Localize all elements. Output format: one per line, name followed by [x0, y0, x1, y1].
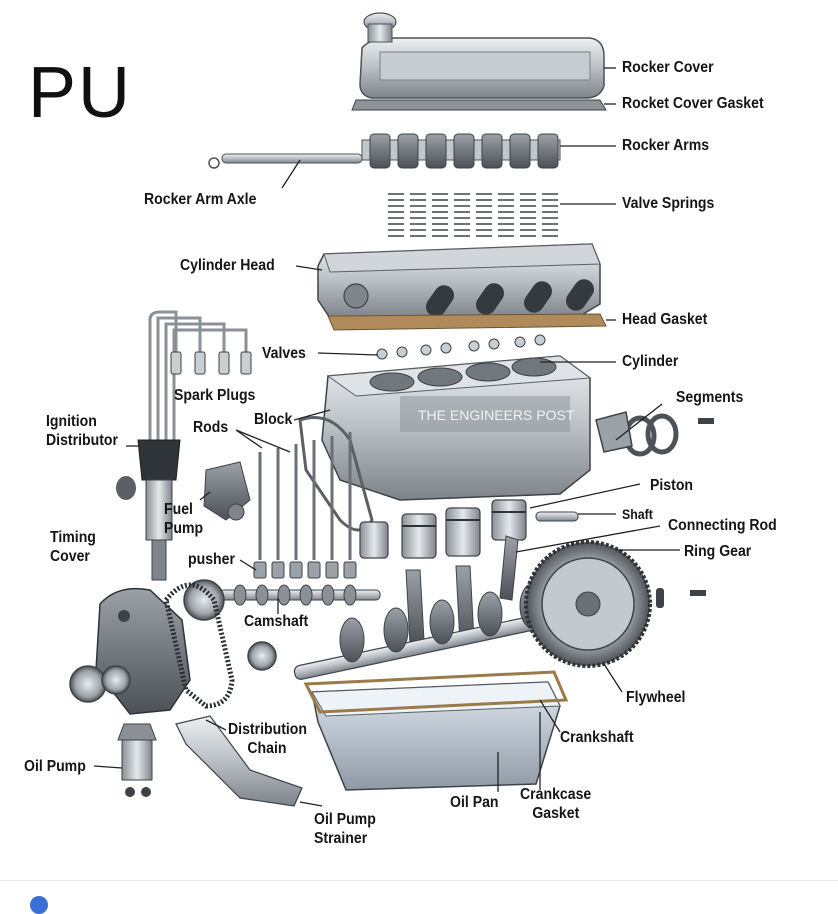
distribution-chain-part [163, 582, 235, 709]
push-rods-part [258, 432, 352, 560]
fuel-pump-part [203, 461, 251, 521]
bolt-shape [698, 418, 714, 424]
label-oil-pan: Oil Pan [450, 794, 499, 811]
valve-springs-part [388, 193, 558, 237]
label-spark-plugs: Spark Plugs [174, 387, 256, 404]
label-valves: Valves [262, 345, 306, 362]
rocker-cover-gasket-part [351, 99, 607, 111]
label-chain-line: Chain [247, 740, 287, 757]
ignition-distributor-part [116, 439, 181, 581]
label-crankcase-gasket: Crankcase Gasket [520, 785, 591, 823]
watermark-text: THE ENGINEERS POST [418, 407, 575, 423]
label-ignition-distributor: Ignition Distributor [46, 412, 118, 450]
pistons-part [359, 499, 527, 559]
label-rocker-cover: Rocker Cover [622, 59, 714, 76]
label-cylinder-head: Cylinder Head [180, 257, 275, 274]
label-camshaft: Camshaft [244, 613, 309, 630]
block-side-gasket [298, 416, 374, 532]
engine-block-part: THE ENGINEERS POST [321, 355, 592, 501]
label-fuel-line: Fuel [164, 501, 193, 518]
label-timing-cover: Timing Cover [50, 528, 96, 566]
label-oil-pump-strainer: Oil Pump Strainer [314, 810, 376, 848]
label-strainer-line: Strainer [314, 830, 368, 847]
label-pump-line: Pump [164, 520, 204, 537]
head-gasket-part [327, 313, 607, 331]
label-valve-springs: Valve Springs [622, 195, 715, 212]
corner-title: PU [28, 53, 133, 133]
bottom-strip [0, 880, 838, 901]
pulleys-part [69, 665, 131, 703]
label-shaft: Shaft [622, 506, 653, 522]
label-ring-gear: Ring Gear [684, 543, 752, 560]
label-block: Block [254, 411, 293, 428]
label-oil-pump-line: Oil Pump [314, 811, 376, 828]
connecting-rods-part [405, 535, 519, 645]
bolt-shape [690, 590, 706, 596]
timing-cover-part [95, 587, 191, 715]
label-distributor-line: Distributor [46, 432, 118, 449]
label-connecting-rod: Connecting Rod [668, 517, 777, 534]
valves-part [376, 334, 546, 360]
flywheel-part [524, 540, 652, 668]
label-rocket-cover-gasket: Rocket Cover Gasket [622, 95, 764, 112]
label-crankshaft: Crankshaft [560, 729, 634, 746]
rocker-arm-axle-part [208, 153, 363, 169]
label-distribution-line: Distribution [228, 721, 307, 738]
label-cover-line: Cover [50, 548, 90, 565]
cam-sprocket-part [247, 641, 277, 671]
label-fuel-pump: Fuel Pump [164, 500, 203, 538]
crankcase-gasket-part [303, 670, 569, 714]
label-cylinder: Cylinder [622, 353, 679, 370]
shaft-part [535, 511, 579, 522]
label-distribution-chain: Distribution Chain [228, 720, 307, 758]
oil-pump-part [117, 723, 157, 797]
label-ignition-line: Ignition [46, 413, 97, 430]
rocker-cover-part [359, 12, 605, 99]
oil-pan-part [311, 681, 561, 791]
spark-plugs-part [170, 351, 252, 375]
label-gasket-line: Gasket [532, 805, 580, 822]
rocker-arms-part [361, 133, 561, 169]
label-crankcase-line: Crankcase [520, 786, 592, 803]
avatar-icon[interactable] [30, 896, 48, 914]
pushers-part [253, 561, 357, 579]
label-segments: Segments [676, 389, 744, 406]
cylinder-head-part [317, 243, 601, 319]
label-oil-pump: Oil Pump [24, 758, 86, 775]
label-flywheel: Flywheel [626, 689, 686, 706]
label-timing-line: Timing [50, 529, 96, 546]
small-part [656, 588, 664, 608]
leader-lines [93, 67, 680, 807]
label-rocker-arm-axle: Rocker Arm Axle [144, 191, 257, 208]
spark-plug-wires-part [148, 310, 248, 440]
label-head-gasket: Head Gasket [622, 311, 708, 328]
segments-part [595, 411, 679, 457]
label-rocker-arms: Rocker Arms [622, 137, 710, 154]
label-piston: Piston [650, 477, 694, 494]
label-rods: Rods [193, 419, 229, 436]
label-pusher: pusher [188, 551, 235, 568]
